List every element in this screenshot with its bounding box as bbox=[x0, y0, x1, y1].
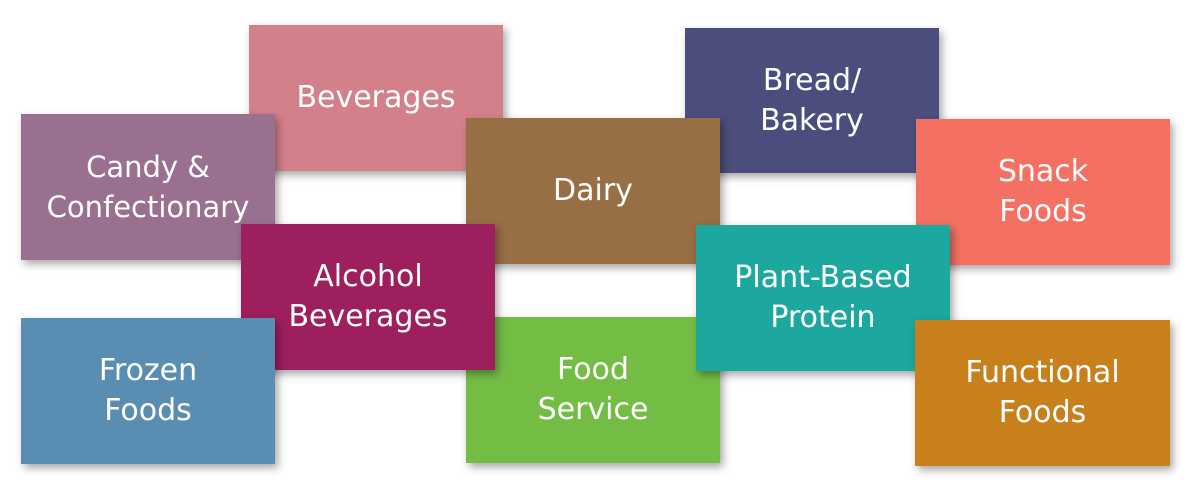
tile-label: Frozen Foods bbox=[98, 353, 198, 428]
tile-candy-confectionary: Candy & Confectionary bbox=[21, 114, 275, 260]
tile-dairy: Dairy bbox=[466, 118, 720, 264]
tile-label: Beverages bbox=[296, 80, 456, 115]
tile-label: Food Service bbox=[537, 352, 649, 427]
tile-food-service: Food Service bbox=[466, 317, 720, 463]
tile-frozen-foods: Frozen Foods bbox=[21, 318, 275, 464]
tile-label: Functional Foods bbox=[965, 355, 1120, 430]
tile-label: Bread/ Bakery bbox=[760, 62, 864, 138]
tile-functional-foods: Functional Foods bbox=[915, 320, 1170, 466]
tile-label: Snack Foods bbox=[997, 154, 1089, 229]
tile-label: Plant-Based Protein bbox=[734, 260, 912, 335]
tile-bread-bakery: Bread/ Bakery bbox=[685, 28, 939, 173]
tile-alcohol-beverages: Alcohol Beverages bbox=[241, 224, 495, 370]
tile-label: Dairy bbox=[553, 173, 633, 208]
tile-label: Candy & Confectionary bbox=[46, 150, 250, 224]
tile-label: Alcohol Beverages bbox=[288, 259, 448, 334]
tile-snack-foods: Snack Foods bbox=[916, 119, 1170, 265]
tile-beverages: Beverages bbox=[249, 25, 503, 171]
tile-plant-based-protein: Plant-Based Protein bbox=[696, 225, 950, 371]
